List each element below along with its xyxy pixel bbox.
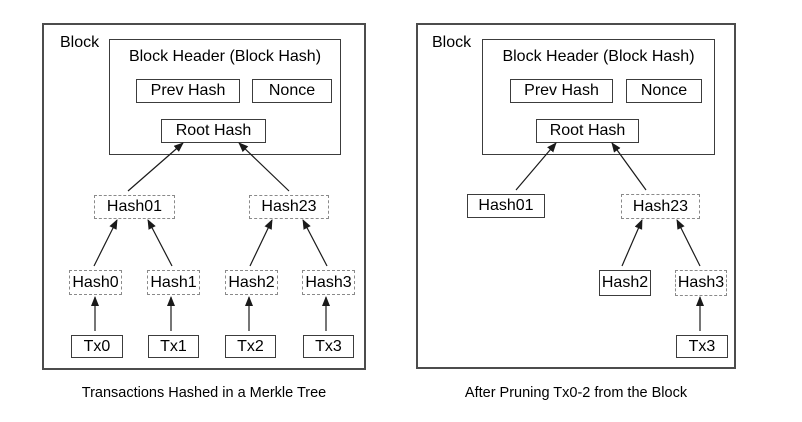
tx0-box: Tx0 — [71, 335, 123, 358]
hash2-box: Hash2 — [225, 270, 278, 295]
block-box-left: Block Block Header (Block Hash) Prev Has… — [42, 23, 366, 370]
hash23-box: Hash23 — [249, 195, 329, 219]
hash01-box: Hash01 — [94, 195, 175, 219]
hash2-box: Hash2 — [599, 270, 651, 296]
block-header-title: Block Header (Block Hash) — [502, 48, 695, 65]
tx2-box: Tx2 — [225, 335, 276, 358]
hash01-box: Hash01 — [467, 194, 545, 218]
caption-left: Transactions Hashed in a Merkle Tree — [81, 385, 327, 401]
tx3-box: Tx3 — [303, 335, 354, 358]
root-hash-box: Root Hash — [161, 119, 266, 143]
block-label: Block — [432, 34, 472, 51]
prev-hash-box: Prev Hash — [510, 79, 613, 103]
nonce-box: Nonce — [626, 79, 702, 103]
nonce-box: Nonce — [252, 79, 332, 103]
hash23-box: Hash23 — [621, 194, 700, 219]
root-hash-box: Root Hash — [536, 119, 639, 143]
block-box-right: Block Block Header (Block Hash) Prev Has… — [416, 23, 736, 369]
hash0-box: Hash0 — [69, 270, 122, 295]
prev-hash-box: Prev Hash — [136, 79, 240, 103]
caption-right: After Pruning Tx0-2 from the Block — [464, 385, 688, 401]
block-header-box: Block Header (Block Hash) Prev Hash Nonc… — [482, 39, 715, 155]
hash3-box: Hash3 — [302, 270, 355, 295]
hash3-box: Hash3 — [675, 270, 727, 296]
tx1-box: Tx1 — [148, 335, 199, 358]
block-header-box: Block Header (Block Hash) Prev Hash Nonc… — [109, 39, 341, 155]
hash1-box: Hash1 — [147, 270, 200, 295]
block-header-title: Block Header (Block Hash) — [128, 48, 322, 65]
tx3-box: Tx3 — [676, 335, 728, 358]
block-label: Block — [60, 34, 100, 51]
